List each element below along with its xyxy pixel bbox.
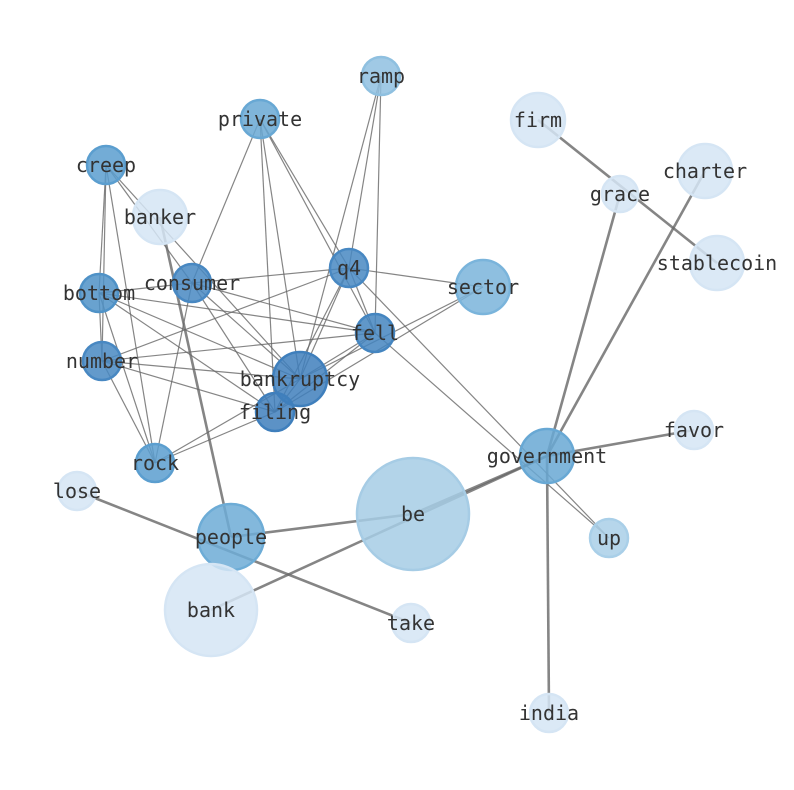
node-label-lose: lose <box>53 479 101 503</box>
node-bank[interactable] <box>163 562 259 658</box>
edge-government-india <box>545 455 551 714</box>
node-label-stablecoin: stablecoin <box>657 251 777 275</box>
edge-fell-up <box>374 332 610 539</box>
node-label-private: private <box>218 107 302 131</box>
edge-q4-up <box>348 267 610 539</box>
edge-bottom-bankruptcy <box>98 292 301 380</box>
node-fell[interactable] <box>354 312 396 354</box>
node-label-grace: grace <box>590 182 650 206</box>
edge-number-fell <box>101 332 376 362</box>
node-label-fell: fell <box>351 321 399 345</box>
node-label-be: be <box>401 502 425 526</box>
node-label-india: india <box>519 701 579 725</box>
edge-number-bankruptcy <box>101 360 301 380</box>
edge-number-filing <box>101 360 276 413</box>
node-bankruptcy[interactable] <box>271 350 329 408</box>
node-label-bottom: bottom <box>63 281 135 305</box>
node-favor[interactable] <box>673 409 715 451</box>
node-bottom[interactable] <box>78 272 120 314</box>
edge-private-fell <box>259 118 376 334</box>
node-grace[interactable] <box>600 174 640 214</box>
node-consumer[interactable] <box>171 262 213 304</box>
node-creep[interactable] <box>85 144 127 186</box>
node-india[interactable] <box>528 692 570 734</box>
edge-consumer-fell <box>191 282 376 334</box>
node-label-bankruptcy: bankruptcy <box>240 367 360 391</box>
node-label-bank: bank <box>187 598 235 622</box>
node-take[interactable] <box>390 602 432 644</box>
node-government[interactable] <box>518 427 576 485</box>
node-label-rock: rock <box>131 451 179 475</box>
edge-banker-people <box>158 216 233 538</box>
node-label-creep: creep <box>76 153 136 177</box>
node-label-government: government <box>487 444 607 468</box>
node-stablecoin[interactable] <box>688 234 746 292</box>
node-ramp[interactable] <box>360 55 402 97</box>
edge-government-charter <box>545 170 707 457</box>
node-be[interactable] <box>355 456 471 572</box>
node-label-consumer: consumer <box>144 271 240 295</box>
edge-consumer-filing <box>191 282 276 413</box>
edge-consumer-rock <box>154 282 193 464</box>
node-up[interactable] <box>588 517 630 559</box>
node-label-banker: banker <box>124 205 196 229</box>
edge-ramp-fell <box>374 75 382 334</box>
edge-private-filing <box>259 118 276 413</box>
edge-government-grace <box>545 193 622 457</box>
edge-consumer-private <box>191 118 261 284</box>
edge-bottom-rock <box>98 292 156 464</box>
node-filing[interactable] <box>254 391 296 433</box>
node-rock[interactable] <box>134 442 176 484</box>
edge-private-bankruptcy <box>259 118 301 380</box>
node-charter[interactable] <box>676 142 734 200</box>
node-label-sector: sector <box>447 275 519 299</box>
node-label-filing: filing <box>239 400 311 424</box>
edge-number-q4 <box>101 267 350 362</box>
node-firm[interactable] <box>509 91 567 149</box>
edge-bottom-fell <box>98 292 376 334</box>
node-banker[interactable] <box>131 188 189 246</box>
edge-private-q4 <box>259 118 350 269</box>
node-lose[interactable] <box>56 470 98 512</box>
node-sector[interactable] <box>454 258 512 316</box>
node-private[interactable] <box>239 98 281 140</box>
node-label-number: number <box>66 349 138 373</box>
edge-ramp-q4 <box>348 75 382 269</box>
node-label-people: people <box>195 525 267 549</box>
edge-creep-bottom <box>98 164 107 294</box>
node-label-q4: q4 <box>337 256 361 280</box>
edge-rock-filing <box>154 411 276 464</box>
node-label-up: up <box>597 526 621 550</box>
edge-creep-number <box>101 164 107 362</box>
node-label-favor: favor <box>664 418 724 442</box>
edge-ramp-bankruptcy <box>299 75 382 380</box>
node-label-firm: firm <box>514 108 562 132</box>
node-number[interactable] <box>81 340 123 382</box>
node-label-take: take <box>387 611 435 635</box>
node-label-ramp: ramp <box>357 64 405 88</box>
node-label-charter: charter <box>663 159 747 183</box>
node-q4[interactable] <box>328 247 370 289</box>
edge-consumer-q4 <box>191 267 350 284</box>
